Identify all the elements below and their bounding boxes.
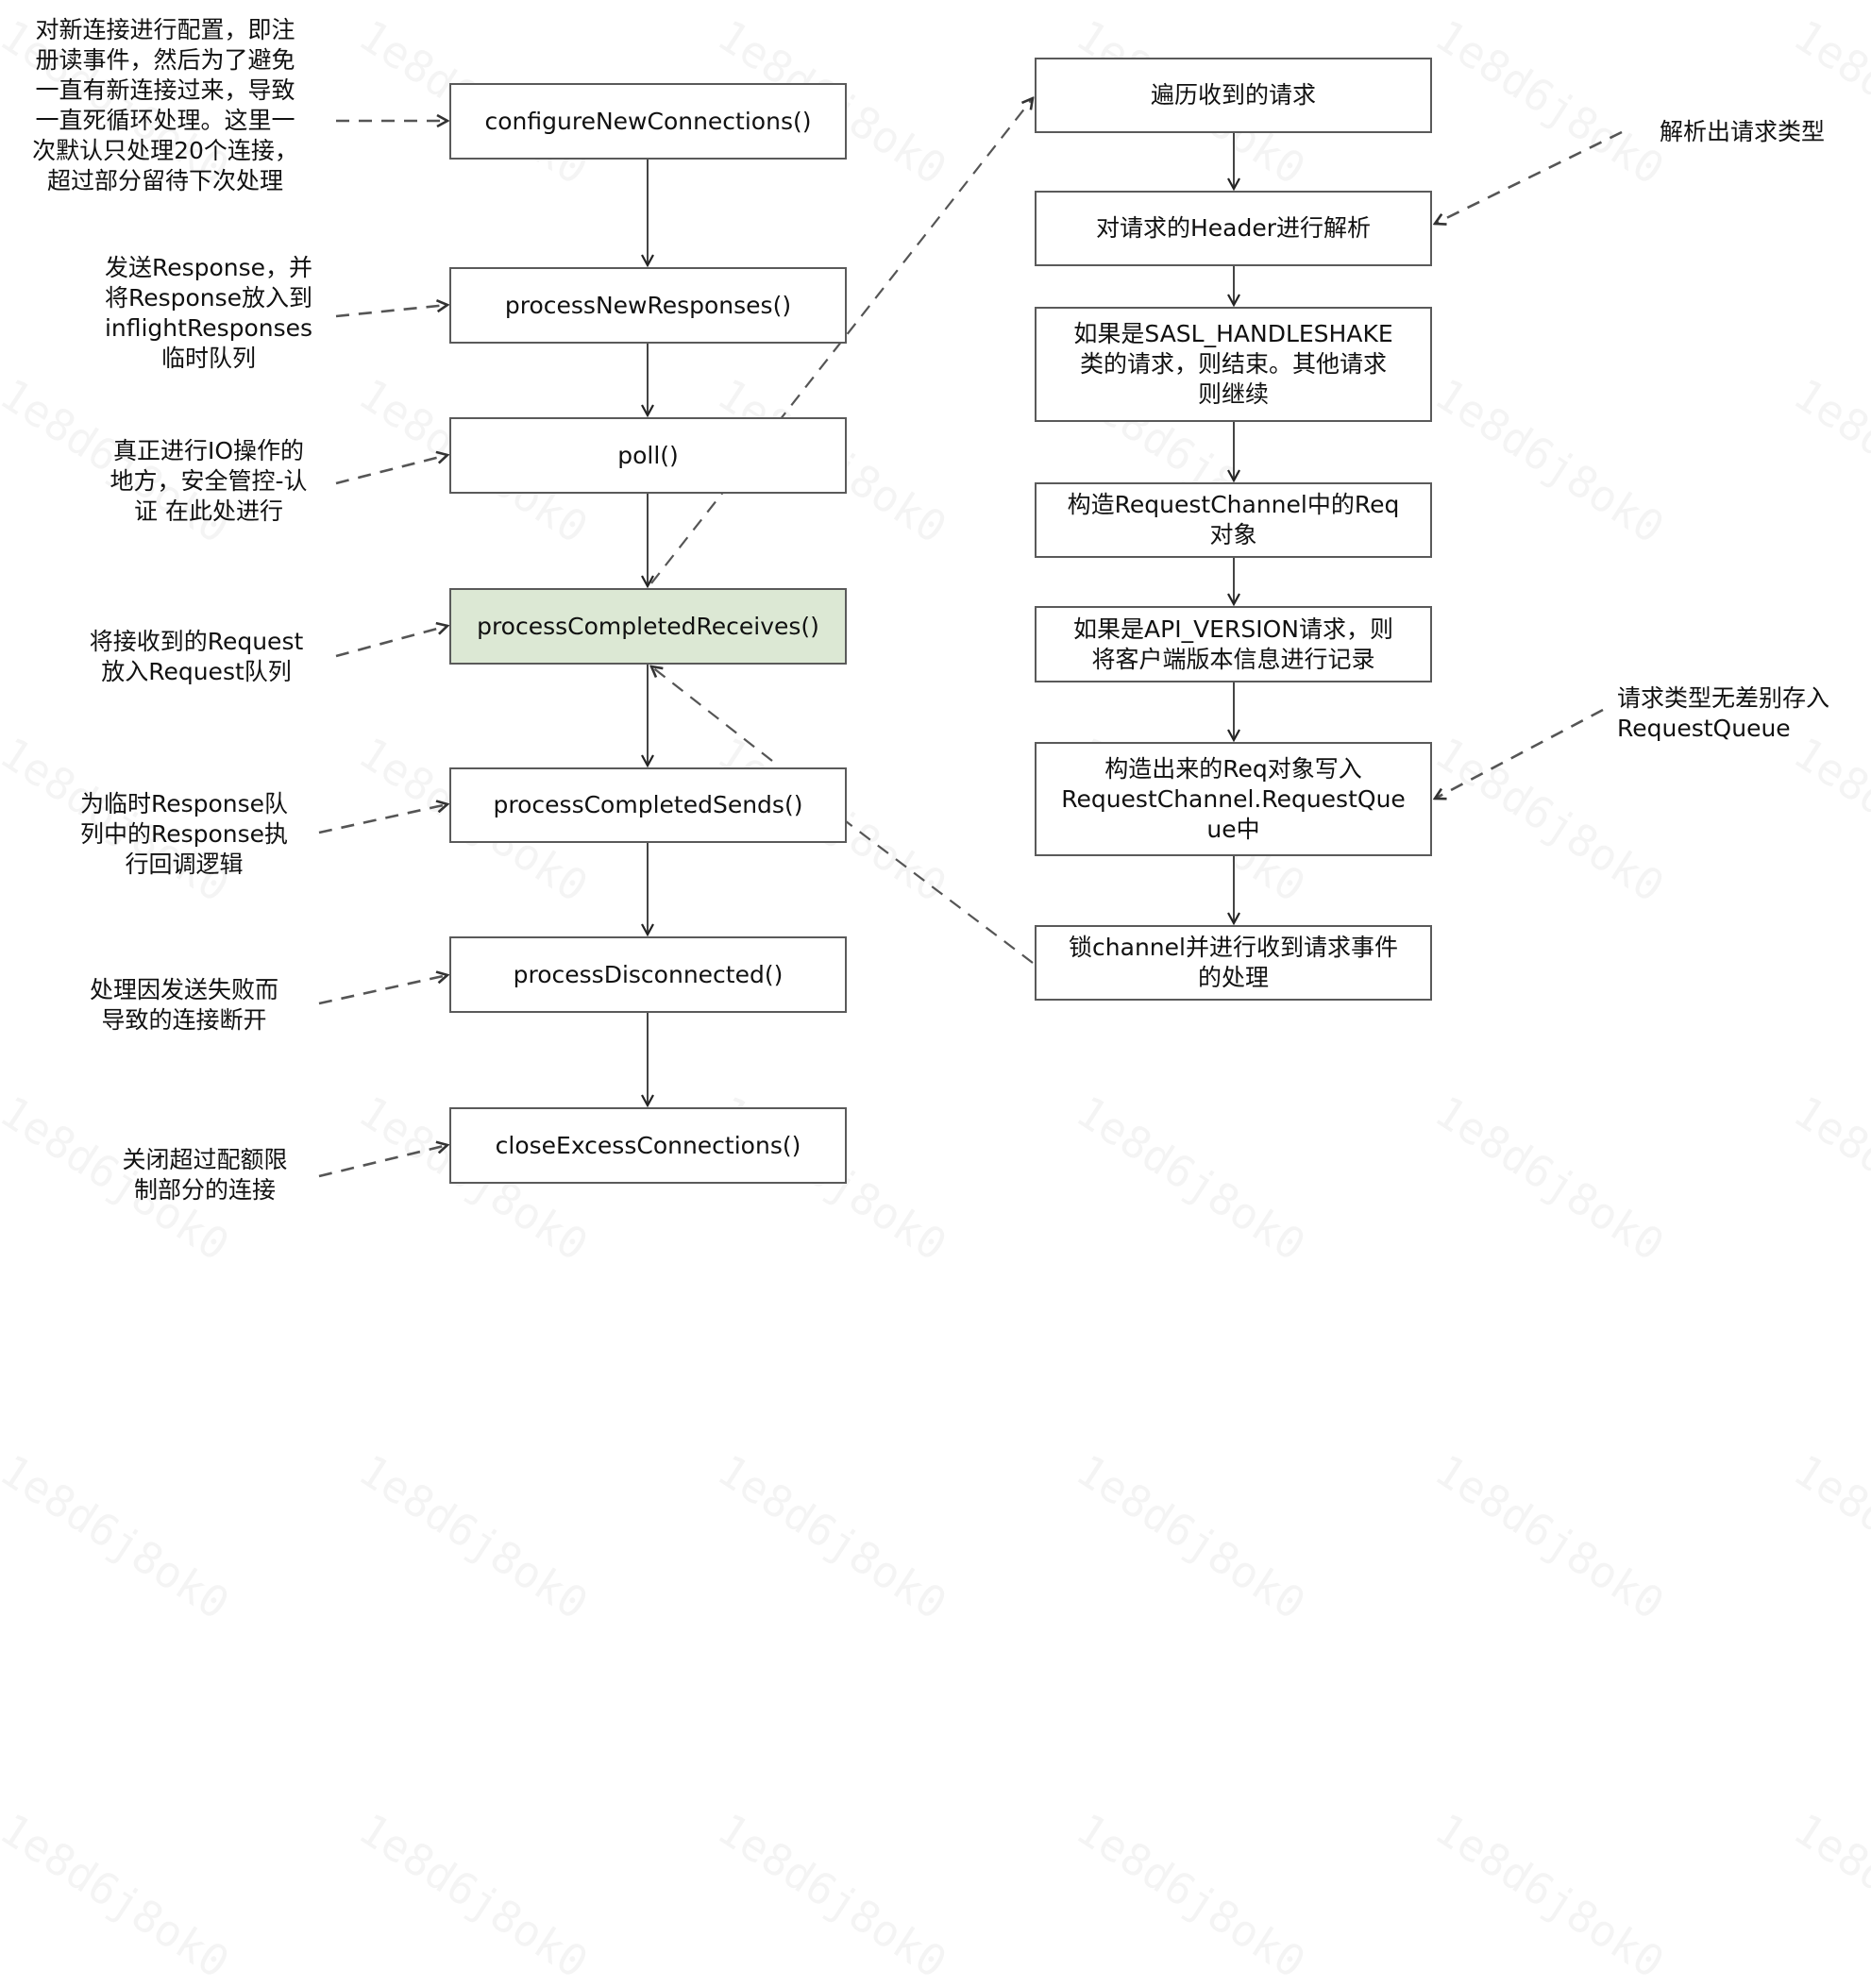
node-label: processCompletedSends(): [493, 791, 803, 818]
link-sends-back-to-receives: [651, 666, 773, 762]
node-poll[interactable]: poll(): [449, 417, 847, 494]
note-arrow-disconnected: [318, 975, 447, 1005]
watermark-text: 1e8d6j8ok0: [0, 1803, 238, 1988]
watermark-text: 1e8d6j8ok0: [1068, 1444, 1315, 1629]
watermark-text: 1e8d6j8ok0: [0, 1444, 238, 1629]
node-configure-new-connections[interactable]: configureNewConnections(): [449, 83, 847, 160]
watermark-text: 1e8d6j8ok0: [1426, 1803, 1674, 1988]
node-label: 如果是SASL_HANDLESHAKE 类的请求，则结束。其他请求 则继续: [1073, 320, 1393, 408]
watermark-text: 1e8d6j8ok0: [350, 1803, 598, 1988]
note-configure: 对新连接进行配置，即注 册读事件，然后为了避免 一直有新连接过来，导致 一直死循…: [32, 16, 298, 194]
note-arrow-poll: [335, 455, 447, 485]
note-parse-type: 解析出请求类型: [1660, 118, 1826, 145]
link-lock-channel-to-completed-receives: [845, 820, 1034, 964]
cross-links: [650, 98, 1034, 964]
node-close-excess-connections[interactable]: closeExcessConnections(): [449, 1107, 847, 1184]
node-parse-header[interactable]: 对请求的Header进行解析: [1035, 191, 1432, 266]
note-arrow-new-responses: [335, 305, 447, 318]
node-label: 构造RequestChannel中的Req 对象: [1067, 491, 1400, 548]
watermark-text: 1e8d6j8ok0: [350, 1444, 598, 1629]
node-process-completed-receives[interactable]: processCompletedReceives(): [449, 588, 847, 665]
watermark-text: 1e8d6j8ok0: [709, 1803, 956, 1988]
node-label: configureNewConnections(): [484, 107, 812, 135]
note-arrow-completed-receives: [335, 626, 447, 658]
watermark-text: 1e8d6j8ok0: [1785, 1803, 1871, 1988]
watermark-text: 1e8d6j8ok0: [709, 1444, 956, 1629]
link-completed-receives-to-iterate: [650, 98, 1033, 584]
node-api-version[interactable]: 如果是API_VERSION请求，则 将客户端版本信息进行记录: [1035, 606, 1432, 682]
node-label: processNewResponses(): [504, 291, 792, 319]
note-arrow-completed-sends: [318, 804, 447, 834]
node-label: 遍历收到的请求: [1150, 81, 1316, 109]
note-new-responses: 发送Response，并 将Response放入到 inflightRespon…: [104, 254, 313, 372]
watermark-text: 1e8d6j8ok0: [1426, 1444, 1674, 1629]
node-label: processCompletedReceives(): [477, 612, 819, 640]
node-iterate-requests[interactable]: 遍历收到的请求: [1035, 58, 1432, 133]
note-arrow-close-excess: [318, 1145, 447, 1178]
watermark-text: 1e8d6j8ok0: [1068, 1803, 1315, 1988]
node-build-req[interactable]: 构造RequestChannel中的Req 对象: [1035, 482, 1432, 558]
node-label: processDisconnected(): [513, 960, 784, 988]
note-arrows: [318, 121, 1623, 1178]
node-label: 如果是API_VERSION请求，则 将客户端版本信息进行记录: [1073, 615, 1393, 673]
node-label: 构造出来的Req对象写入 RequestChannel.RequestQue u…: [1061, 754, 1406, 843]
node-process-disconnected[interactable]: processDisconnected(): [449, 936, 847, 1013]
node-label: poll(): [617, 441, 679, 469]
watermark-text: 1e8d6j8ok0: [1785, 1444, 1871, 1629]
note-store-queue: 请求类型无差别存入 RequestQueue: [1617, 684, 1830, 742]
node-label: 对请求的Header进行解析: [1095, 214, 1372, 242]
node-lock-channel[interactable]: 锁channel并进行收到请求事件 的处理: [1035, 925, 1432, 1001]
note-disconnected: 处理因发送失败而 导致的连接断开: [89, 976, 278, 1034]
note-completed-sends: 为临时Response队 列中的Response执 行回调逻辑: [79, 790, 289, 878]
note-poll: 真正进行IO操作的 地方，安全管控-认 证 在此处进行: [110, 437, 308, 525]
node-sasl-check[interactable]: 如果是SASL_HANDLESHAKE 类的请求，则结束。其他请求 则继续: [1035, 307, 1432, 422]
node-process-completed-sends[interactable]: processCompletedSends(): [449, 767, 847, 843]
node-label: 锁channel并进行收到请求事件 的处理: [1069, 934, 1398, 991]
connector-layer: [318, 0, 1623, 1178]
note-arrow-parse-type: [1435, 130, 1623, 224]
node-process-new-responses[interactable]: processNewResponses(): [449, 267, 847, 344]
note-arrow-store-queue: [1435, 708, 1604, 799]
node-label: closeExcessConnections(): [495, 1131, 801, 1159]
node-write-request-queue[interactable]: 构造出来的Req对象写入 RequestChannel.RequestQue u…: [1035, 742, 1432, 856]
note-completed-receives: 将接收到的Request 放入Request队列: [89, 628, 304, 685]
note-close-excess: 关闭超过配额限 制部分的连接: [122, 1146, 288, 1204]
